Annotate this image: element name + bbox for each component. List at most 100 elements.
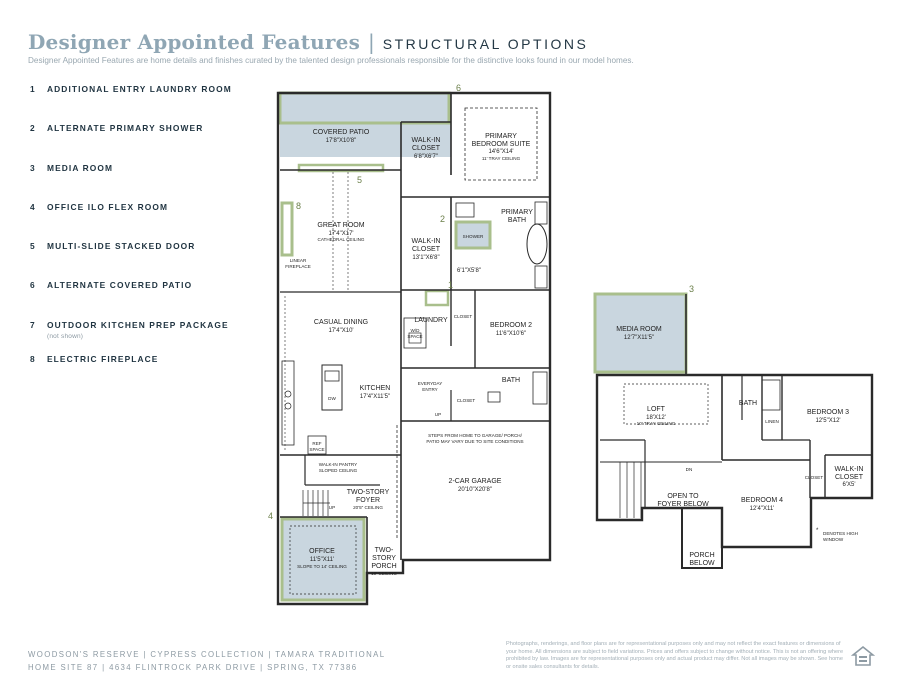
stair-icon <box>619 462 642 518</box>
title-separator: | <box>368 30 375 54</box>
svg-text:WALK-IN: WALK-IN <box>412 137 441 144</box>
svg-text:KITCHEN: KITCHEN <box>360 385 391 392</box>
svg-text:CLOSET: CLOSET <box>454 314 473 319</box>
svg-text:11'6"X10'6": 11'6"X10'6" <box>496 331 526 337</box>
svg-text:SLOPED CEILING: SLOPED CEILING <box>319 468 358 473</box>
svg-text:CLOSET: CLOSET <box>835 474 864 481</box>
svg-text:BATH: BATH <box>508 217 526 224</box>
svg-text:SLOPE TO 14' CEILING: SLOPE TO 14' CEILING <box>297 564 347 569</box>
svg-text:17'4"X10': 17'4"X10' <box>328 328 353 334</box>
svg-text:BEDROOM 4: BEDROOM 4 <box>741 497 783 504</box>
svg-text:CATHEDRAL CEILING: CATHEDRAL CEILING <box>318 237 365 242</box>
svg-text:12'7"X11'5": 12'7"X11'5" <box>624 335 654 341</box>
svg-text:FOYER BELOW: FOYER BELOW <box>657 501 709 508</box>
media-room-highlight <box>593 292 688 374</box>
svg-text:4: 4 <box>268 511 273 521</box>
svg-text:TWO-STORY: TWO-STORY <box>347 489 390 496</box>
svg-text:PORCH: PORCH <box>689 552 714 559</box>
svg-text:2-CAR GARAGE: 2-CAR GARAGE <box>449 478 502 485</box>
svg-text:2: 2 <box>440 214 445 224</box>
svg-text:BATH: BATH <box>502 377 520 384</box>
svg-text:3: 3 <box>689 284 694 294</box>
svg-text:17'8"X10'8": 17'8"X10'8" <box>326 138 357 144</box>
svg-text:BATH: BATH <box>739 400 757 407</box>
exterior-wall <box>276 91 552 606</box>
svg-text:LINEAR: LINEAR <box>290 258 307 263</box>
svg-text:1: 1 <box>448 280 453 290</box>
svg-text:18'X12': 18'X12' <box>646 415 666 421</box>
svg-text:BEDROOM 2: BEDROOM 2 <box>490 322 532 329</box>
laundry-highlight <box>424 289 450 307</box>
svg-text:10' TRAY CEILING: 10' TRAY CEILING <box>637 421 676 426</box>
svg-text:REF: REF <box>312 441 321 446</box>
svg-text:WALK-IN: WALK-IN <box>412 238 441 245</box>
svg-text:COVERED PATIO: COVERED PATIO <box>313 129 370 136</box>
svg-text:EVERYDAY: EVERYDAY <box>418 381 443 386</box>
svg-text:14'6"X14': 14'6"X14' <box>488 149 513 155</box>
svg-text:OFFICE: OFFICE <box>309 548 335 555</box>
footer-address: WOODSON'S RESERVE | CYPRESS COLLECTION |… <box>28 648 385 674</box>
office-highlight <box>280 517 366 602</box>
svg-text:11'5"X11': 11'5"X11' <box>310 557 334 563</box>
second-floor-wall <box>595 373 874 549</box>
svg-text:SHOWER: SHOWER <box>463 234 484 239</box>
svg-text:LINEN: LINEN <box>765 419 779 424</box>
svg-text:CLOSET: CLOSET <box>457 398 476 403</box>
svg-text:CLOSET: CLOSET <box>412 246 441 253</box>
first-floor-plan <box>276 91 552 606</box>
section-title: STRUCTURAL OPTIONS <box>382 36 589 52</box>
svg-text:CLOSET: CLOSET <box>412 145 441 152</box>
footer-community: WOODSON'S RESERVE | CYPRESS COLLECTION |… <box>28 650 386 659</box>
shower-highlight <box>454 220 492 250</box>
svg-text:6'1"X5'8": 6'1"X5'8" <box>457 268 481 274</box>
svg-text:ENTRY: ENTRY <box>422 387 438 392</box>
svg-text:WALK-IN: WALK-IN <box>835 466 864 473</box>
page-subtitle: Designer Appointed Features are home det… <box>28 56 634 65</box>
svg-text:BEDROOM SUITE: BEDROOM SUITE <box>472 141 531 148</box>
page-title: Designer Appointed Features <box>28 30 361 54</box>
svg-text:STORY: STORY <box>372 555 396 562</box>
svg-text:CASUAL DINING: CASUAL DINING <box>314 319 368 326</box>
svg-text:WINDOW: WINDOW <box>823 537 844 542</box>
svg-text:UP: UP <box>329 505 335 510</box>
page-header: Designer Appointed Features | STRUCTURAL… <box>28 30 588 54</box>
stacked-door-highlight <box>297 163 385 173</box>
svg-text:FOYER: FOYER <box>356 497 380 504</box>
svg-text:6'8"X6'7": 6'8"X6'7" <box>414 154 438 160</box>
svg-text:GREAT ROOM: GREAT ROOM <box>317 222 364 229</box>
covered-patio-fill <box>280 93 451 157</box>
svg-text:13'1"X6'8": 13'1"X6'8" <box>412 255 439 261</box>
svg-text:OPEN TO: OPEN TO <box>667 493 699 500</box>
svg-text:BEDROOM 3: BEDROOM 3 <box>807 409 849 416</box>
porch-below-outline <box>681 507 723 569</box>
svg-text:MEDIA ROOM: MEDIA ROOM <box>616 326 662 333</box>
svg-text:6'X5': 6'X5' <box>843 482 856 488</box>
svg-text:DENOTES HIGH: DENOTES HIGH <box>823 531 858 536</box>
svg-text:LOFT: LOFT <box>647 406 666 413</box>
fireplace-highlight <box>280 201 294 257</box>
svg-text:17'4"X17': 17'4"X17' <box>328 231 353 237</box>
second-floor-plan <box>593 292 874 569</box>
svg-text:20'10"X20'8": 20'10"X20'8" <box>458 487 492 493</box>
stair-icon <box>302 490 330 516</box>
feature-callouts: 6 5 8 2 1 4 3 <box>268 83 694 521</box>
svg-text:FIREPLACE: FIREPLACE <box>285 264 311 269</box>
svg-text:CLOSET: CLOSET <box>805 475 824 480</box>
svg-text:*: * <box>816 528 819 534</box>
svg-text:19' CEILING: 19' CEILING <box>371 571 397 576</box>
svg-text:PRIMARY: PRIMARY <box>501 209 533 216</box>
first-floor-labels: COVERED PATIO 17'8"X10'8" WALK-IN CLOSET… <box>285 129 533 576</box>
svg-text:17'4"X11'5": 17'4"X11'5" <box>360 394 390 400</box>
footer-disclaimer: Photographs, renderings, and floor plans… <box>506 641 844 670</box>
svg-text:20'5" CEILING: 20'5" CEILING <box>353 505 383 510</box>
svg-text:6: 6 <box>456 83 461 93</box>
